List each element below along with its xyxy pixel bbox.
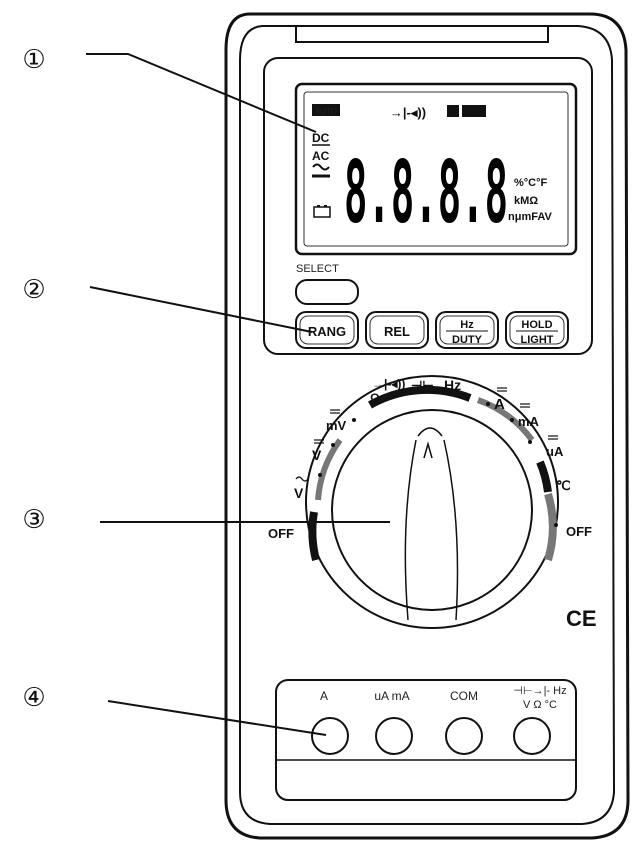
jack-com[interactable] bbox=[445, 717, 483, 755]
duty-label: DUTY bbox=[452, 334, 483, 346]
top-clip bbox=[295, 26, 549, 43]
battery-icon bbox=[313, 205, 331, 218]
lcd-unit-1: %°C°F bbox=[514, 177, 548, 189]
jack-multi-label-1: ⊣⊢→|- Hz bbox=[513, 685, 566, 697]
lcd-diode-sound: →|-◂)) bbox=[390, 105, 426, 120]
jack-a[interactable] bbox=[311, 717, 349, 755]
callout-3: ③ bbox=[22, 505, 45, 535]
dc-symbols bbox=[295, 387, 558, 482]
jack-ua-ma[interactable] bbox=[375, 717, 413, 755]
lcd-auto: AUTO bbox=[315, 107, 337, 116]
hold-flag-box bbox=[447, 105, 459, 117]
jack-a-label: A bbox=[320, 689, 328, 703]
dial-ma: mA bbox=[518, 414, 540, 429]
hz-duty-button[interactable]: Hz DUTY bbox=[435, 311, 499, 349]
rang-button[interactable]: RANG bbox=[295, 311, 359, 349]
leader-lines bbox=[86, 53, 390, 736]
lcd-digits: 8.8.8.8 bbox=[344, 143, 508, 243]
lcd-ac: AC bbox=[312, 149, 330, 163]
light-label: LIGHT bbox=[521, 334, 554, 346]
dial-a: A bbox=[494, 396, 505, 413]
rel-button[interactable]: REL bbox=[365, 311, 429, 349]
callout-1: ① bbox=[22, 45, 45, 75]
rotary-switch[interactable] bbox=[305, 375, 559, 629]
dial-mv: mV bbox=[326, 418, 347, 433]
hz-label: Hz bbox=[460, 319, 474, 331]
dial-off-left: OFF bbox=[268, 526, 294, 541]
lcd-screen bbox=[294, 82, 578, 256]
dial-diode-ohm: →|-◂)) bbox=[372, 377, 405, 391]
rang-label: RANG bbox=[308, 324, 346, 339]
jack-multi[interactable] bbox=[513, 717, 551, 755]
ce-mark: CE bbox=[566, 606, 597, 631]
jack-panel bbox=[275, 679, 577, 801]
callout-4: ④ bbox=[22, 683, 45, 713]
callout-2: ② bbox=[22, 275, 45, 305]
dial-off-right: OFF bbox=[566, 524, 592, 539]
lcd-hold-flag: H bbox=[450, 107, 457, 117]
dial-temp: ℃ bbox=[556, 478, 571, 493]
rel-flag-box bbox=[462, 105, 486, 117]
jack-ua-ma-label: uA mA bbox=[374, 689, 409, 703]
lcd-unit-3: nμmFAV bbox=[508, 211, 552, 223]
jack-multi-label-2: V Ω °C bbox=[523, 699, 557, 711]
hold-light-button[interactable]: HOLD LIGHT bbox=[505, 311, 569, 349]
select-label: SELECT bbox=[296, 263, 339, 275]
meter-body bbox=[239, 25, 616, 825]
rel-label: REL bbox=[384, 324, 410, 339]
select-button[interactable] bbox=[295, 279, 359, 305]
dial-vdc: V bbox=[312, 447, 322, 463]
lcd-rel-flag: REL bbox=[466, 108, 482, 117]
auto-badge bbox=[312, 104, 340, 116]
display-panel bbox=[263, 57, 593, 355]
dial-ohm: Ω bbox=[370, 391, 380, 405]
lcd-unit-2: kMΩ bbox=[514, 195, 538, 207]
dial-hz: Hz bbox=[444, 377, 461, 393]
lcd-dc: DC bbox=[312, 131, 330, 145]
jack-com-label: COM bbox=[450, 689, 478, 703]
hold-label: HOLD bbox=[521, 319, 552, 331]
dial-vac: V bbox=[294, 485, 304, 501]
lcd-inner bbox=[303, 91, 569, 247]
dial-cap: ⊣⊢ bbox=[411, 378, 434, 393]
dial-ua: uA bbox=[546, 444, 564, 459]
